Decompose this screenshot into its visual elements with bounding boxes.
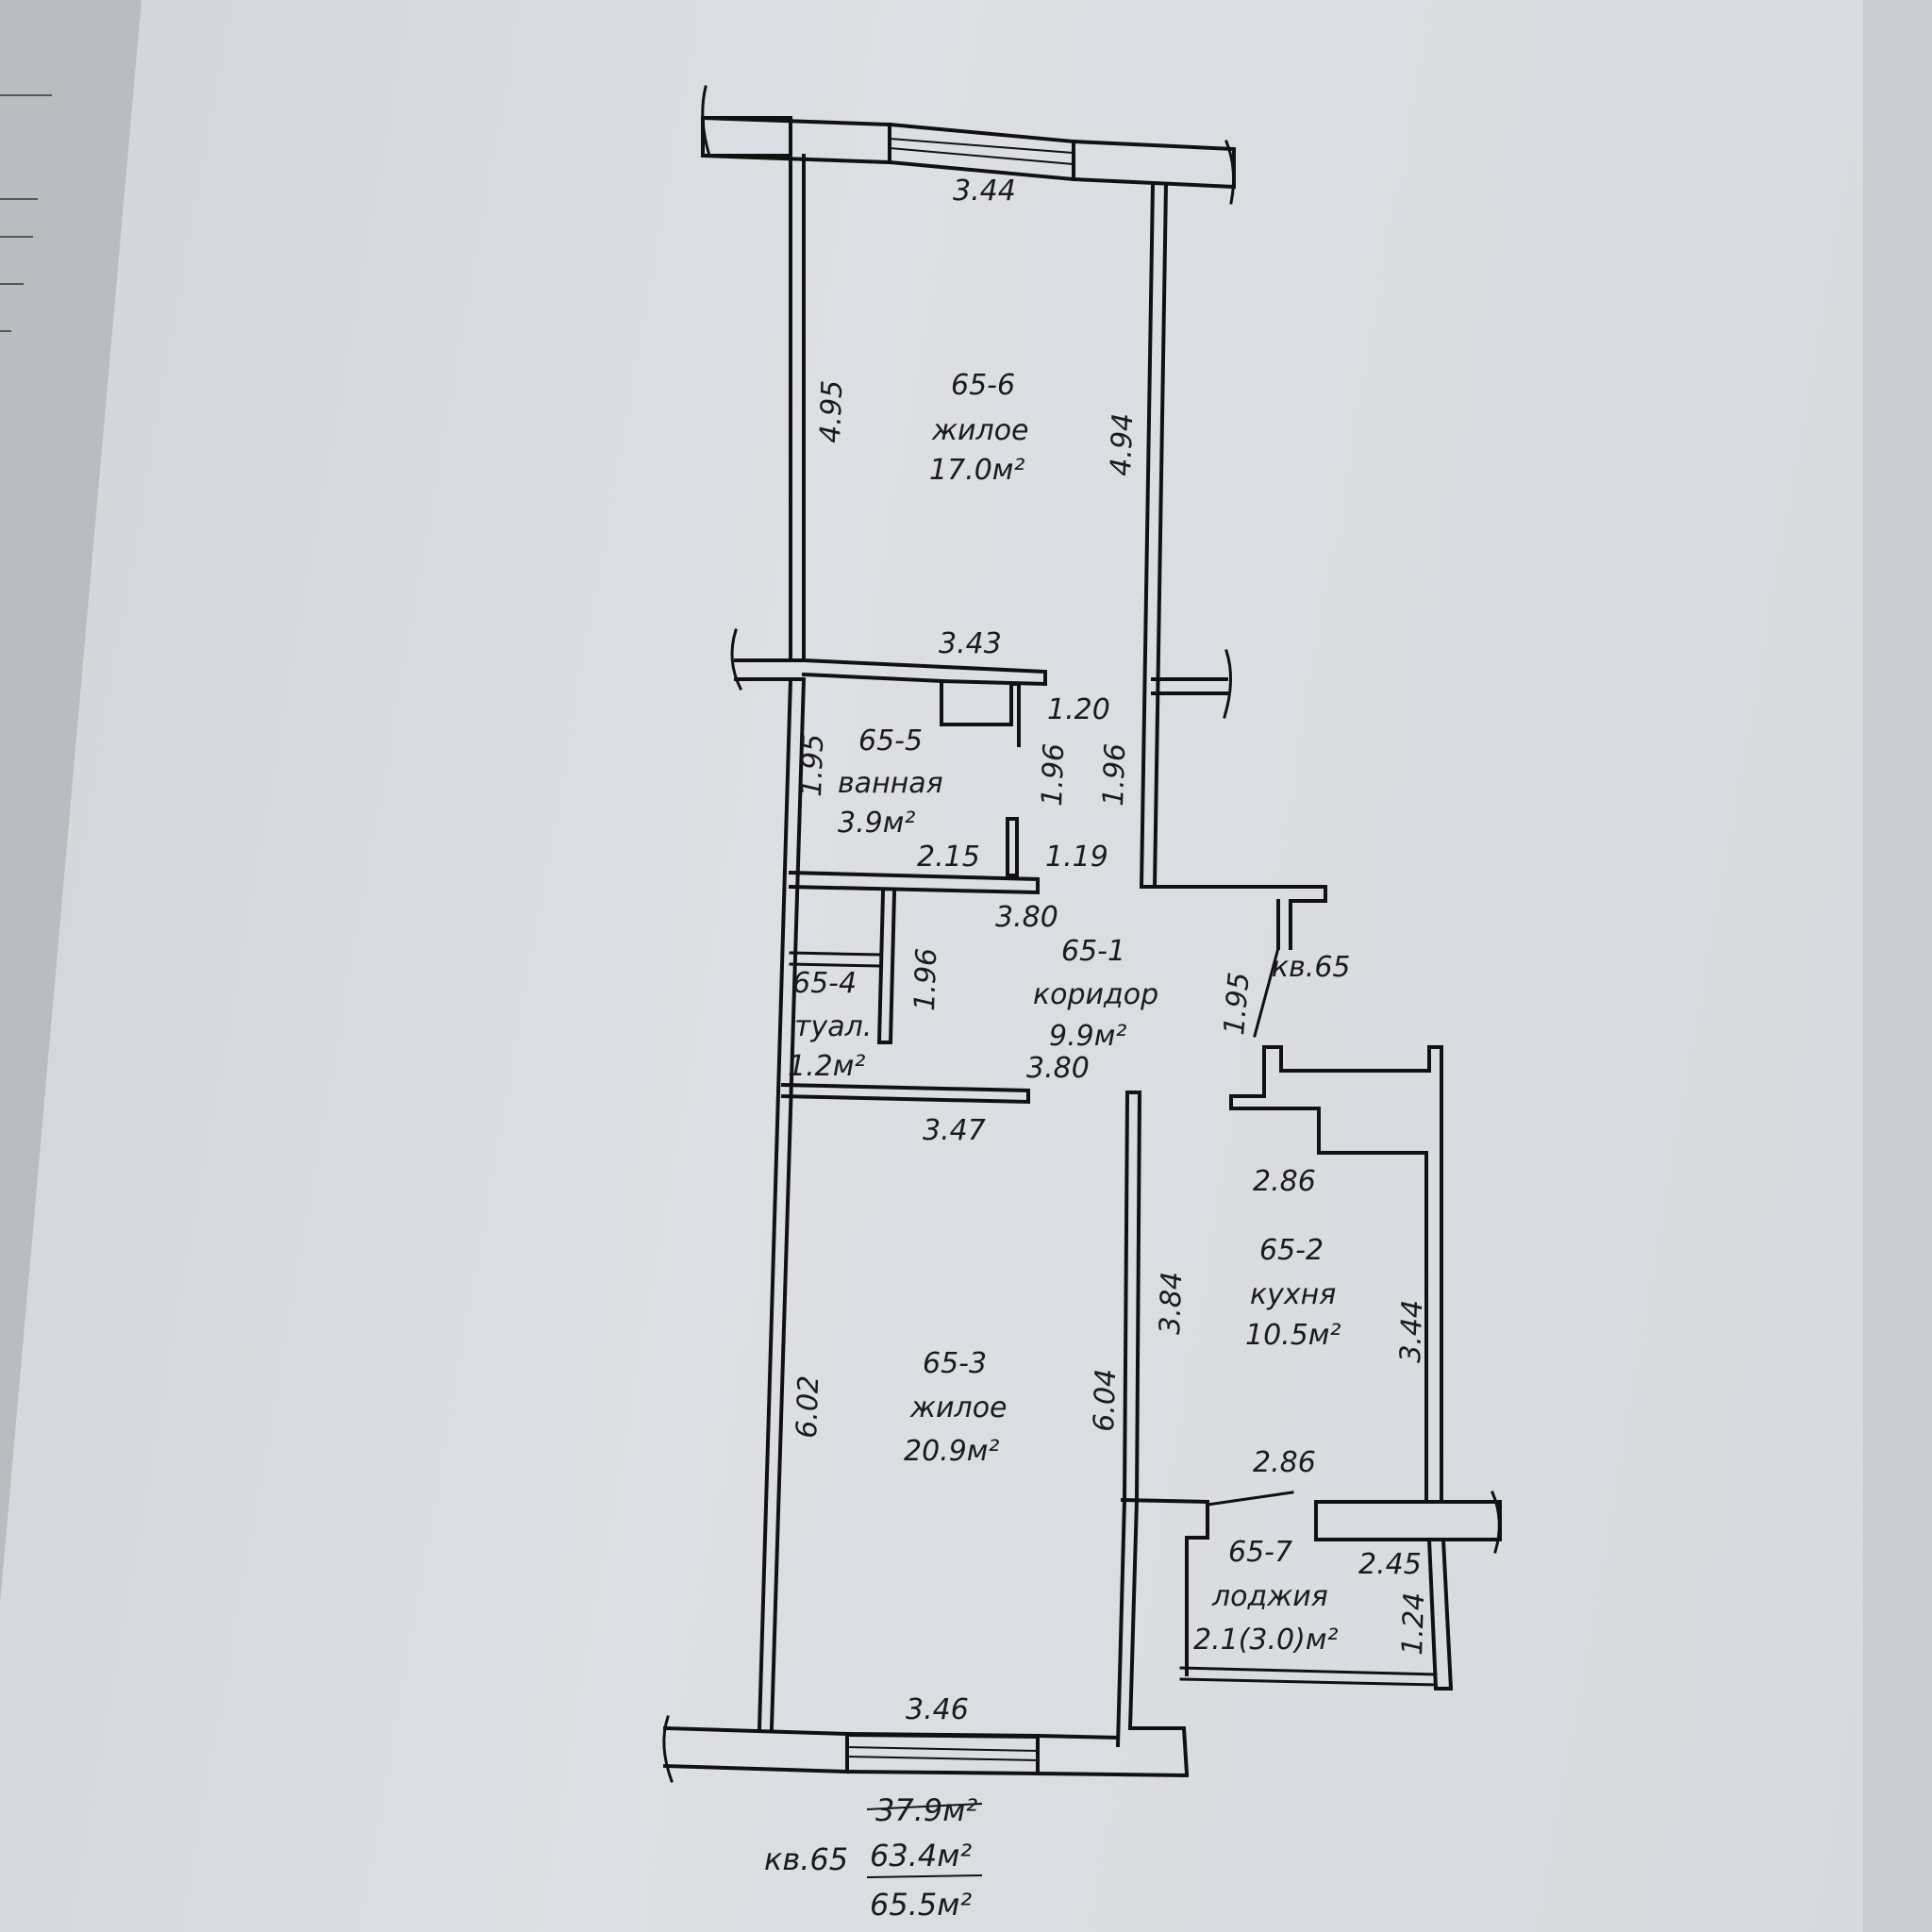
- room-65-5-area: 3.9м²: [838, 807, 915, 840]
- dim-r3-top: 3.47: [923, 1114, 986, 1147]
- dim-loggia-depth: 1.24: [1396, 1591, 1431, 1656]
- total-area: 65.5м²: [870, 1887, 972, 1923]
- room-65-3-area: 20.9м²: [904, 1435, 999, 1468]
- dim-bath-step: 1.20: [1047, 693, 1110, 726]
- total-usable-area: 63.4м²: [870, 1838, 972, 1874]
- room-65-3-name: жилое: [909, 1391, 1008, 1424]
- room-65-6-id: 65-6: [951, 369, 1015, 402]
- room-labels: 65-6 жилое 17.0м² 65-5 ванная 3.9м² 65-4…: [788, 369, 1351, 1657]
- total-living-area: 37.9м²: [875, 1792, 977, 1828]
- room-65-3-id: 65-3: [923, 1347, 987, 1380]
- dim-kitchen-top: 2.86: [1253, 1165, 1316, 1198]
- dim-corridor-bottom: 3.80: [1026, 1052, 1090, 1085]
- dim-r3-right: 6.04: [1088, 1368, 1123, 1432]
- dim-top-width: 3.44: [953, 175, 1016, 208]
- room-65-4-area: 1.2м²: [788, 1050, 865, 1083]
- dim-bath-door: 1.19: [1045, 841, 1108, 874]
- room-65-7-id: 65-7: [1228, 1536, 1292, 1569]
- dim-bath-left: 1.95: [795, 733, 830, 797]
- room-65-6-name: жилое: [931, 414, 1029, 447]
- dim-kitchen-bottom: 2.86: [1253, 1446, 1316, 1479]
- room-65-1-id: 65-1: [1061, 935, 1125, 968]
- room-65-1-area: 9.9м²: [1049, 1020, 1126, 1053]
- room-65-4-name: туал.: [794, 1010, 872, 1043]
- room-65-2-name: кухня: [1250, 1278, 1336, 1311]
- apartment-label: кв.65: [1272, 951, 1351, 984]
- dim-bath-right: 1.96: [1036, 742, 1071, 807]
- dim-kitchen-right: 3.44: [1394, 1299, 1429, 1363]
- dimension-labels: 3.44 4.95 4.94 3.43 1.20 1.95 1.96 1.96 …: [791, 175, 1431, 1726]
- dim-entry-door: 1.95: [1218, 971, 1257, 1037]
- dim-r3-left: 6.02: [791, 1374, 825, 1439]
- dim-corridor-upper-right: 1.96: [1097, 742, 1132, 807]
- dim-bath-bottom: 2.15: [917, 841, 980, 874]
- dim-corridor-top: 3.80: [995, 901, 1058, 934]
- dim-loggia-width: 2.45: [1358, 1548, 1422, 1581]
- room-65-7-name: лоджия: [1211, 1580, 1328, 1613]
- room-65-4-id: 65-4: [792, 967, 857, 1000]
- room-65-7-area: 2.1(3.0)м²: [1193, 1624, 1339, 1657]
- dim-r6-bottom: 3.43: [939, 627, 1002, 660]
- footer-apartment-label: кв.65: [764, 1841, 848, 1877]
- room-65-2-area: 10.5м²: [1245, 1319, 1341, 1352]
- dim-r6-right: 4.94: [1105, 412, 1140, 476]
- room-65-1-name: коридор: [1033, 978, 1158, 1011]
- room-65-2-id: 65-2: [1259, 1234, 1324, 1267]
- dim-kitchen-left: 3.84: [1154, 1271, 1189, 1335]
- room-65-5-name: ванная: [838, 767, 943, 800]
- area-totals: кв.65 37.9м² 63.4м² 65.5м²: [764, 1792, 977, 1923]
- dim-r6-left: 4.95: [814, 379, 849, 443]
- walls: [662, 85, 1502, 1879]
- dim-toilet-height: 1.96: [908, 947, 943, 1011]
- room-65-6-area: 17.0м²: [929, 454, 1024, 487]
- sheet-margin: [1863, 0, 1932, 1932]
- dim-bottom-width: 3.46: [906, 1693, 969, 1726]
- room-65-5-id: 65-5: [858, 724, 923, 758]
